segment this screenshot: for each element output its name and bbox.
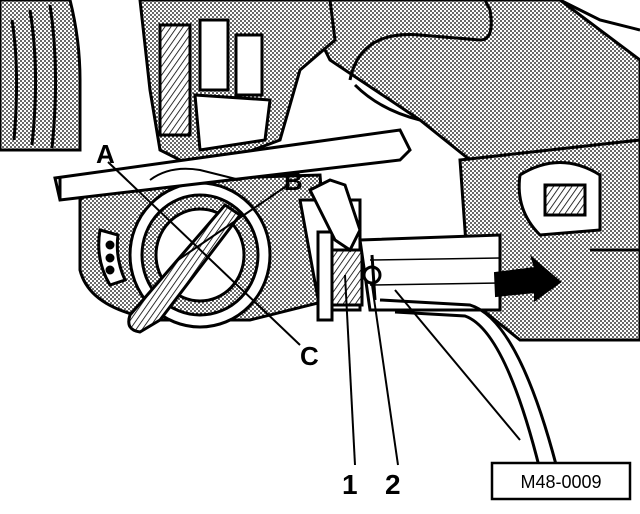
left-column-shroud [0,0,82,152]
callout-2: 2 [385,469,401,500]
release-tool-rod [53,128,412,202]
callout-1: 1 [342,469,358,500]
reference-code: M48-0009 [520,472,601,492]
leader-line-a-to-c [107,161,301,346]
leader-lines [107,161,521,466]
cable-loop [348,0,493,122]
leader-line-2 [371,284,399,466]
multi-pin-connector [138,0,337,172]
callout-c: C [300,341,319,371]
leader-line-ref [394,289,521,441]
reference-code-box: M48-0009 [490,461,632,501]
leader-line-1 [344,274,356,466]
lower-cable [379,298,562,481]
callout-b: B [284,166,303,196]
direction-arrow [493,255,562,302]
callout-a: A [96,139,115,169]
leader-line-b [174,184,289,263]
locking-pin [307,178,382,301]
